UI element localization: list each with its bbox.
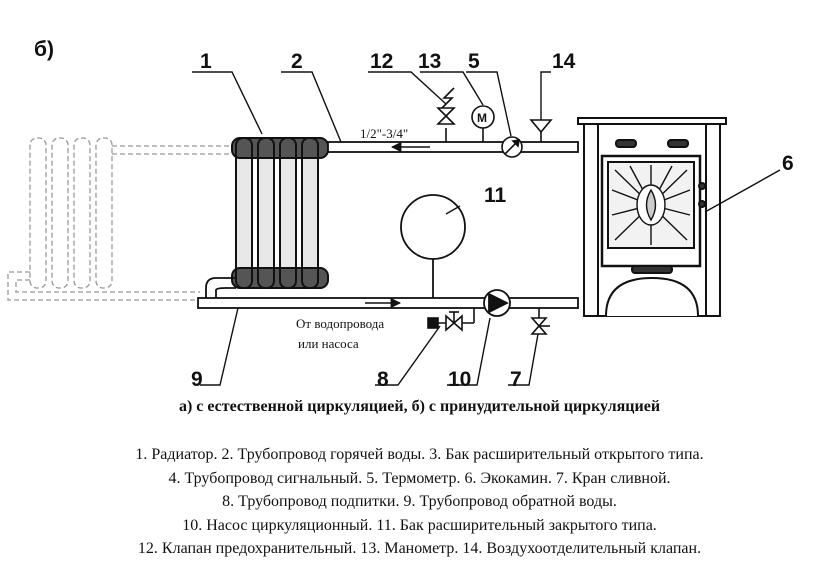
manometer-glyph: М — [477, 111, 487, 125]
callout-13: 13 — [418, 50, 441, 73]
legend-line: 8. Трубопровод подпитки. 9. Трубопровод … — [222, 493, 617, 510]
legend: 1. Радиатор. 2. Трубопровод горячей воды… — [0, 443, 839, 561]
ghost-radiator — [7, 137, 232, 301]
callout-10: 10 — [448, 368, 471, 391]
thermometer — [501, 136, 523, 158]
fireplace-flame-grate — [611, 165, 691, 245]
legend-line: 12. Клапан предохранительный. 13. Маноме… — [137, 540, 702, 557]
legend-line: 1. Радиатор. 2. Трубопровод горячей воды… — [135, 446, 704, 463]
callout-11: 11 — [484, 184, 507, 207]
manometer — [471, 105, 495, 142]
circulation-pump — [483, 289, 511, 317]
figure-caption: а) с естественной циркуляцией, б) с прин… — [178, 398, 661, 415]
legend-line: 10. Насос циркуляционный. 11. Бак расшир… — [182, 516, 657, 534]
callout-7: 7 — [510, 368, 522, 391]
callout-12: 12 — [370, 50, 393, 73]
leader-lines — [192, 71, 781, 386]
callout-2: 2 — [291, 50, 303, 73]
radiator — [231, 137, 329, 289]
callout-1: 1 — [200, 50, 212, 73]
legend-line: 4. Трубопровод сигнальный. 5. Термометр.… — [168, 469, 671, 487]
supply-note-line2: или насоса — [298, 336, 359, 351]
callout-5: 5 — [468, 50, 480, 73]
callout-8: 8 — [377, 368, 389, 391]
hot-water-pipe — [327, 141, 579, 153]
heating-scheme-diagram: б) 1/2"-3/4" — [7, 38, 794, 391]
callout-14: 14 — [552, 50, 576, 73]
air-valve — [529, 119, 553, 142]
pipe-size-label: 1/2"-3/4" — [360, 126, 408, 141]
callout-9: 9 — [191, 368, 203, 391]
callout-6: 6 — [782, 152, 794, 175]
supply-note-line1: От водопровода — [296, 316, 384, 331]
drain-valve — [530, 308, 550, 335]
panel-label: б) — [34, 38, 54, 61]
makeup-pipe — [427, 308, 475, 332]
expansion-tank — [400, 194, 466, 298]
safety-valve — [436, 87, 456, 142]
